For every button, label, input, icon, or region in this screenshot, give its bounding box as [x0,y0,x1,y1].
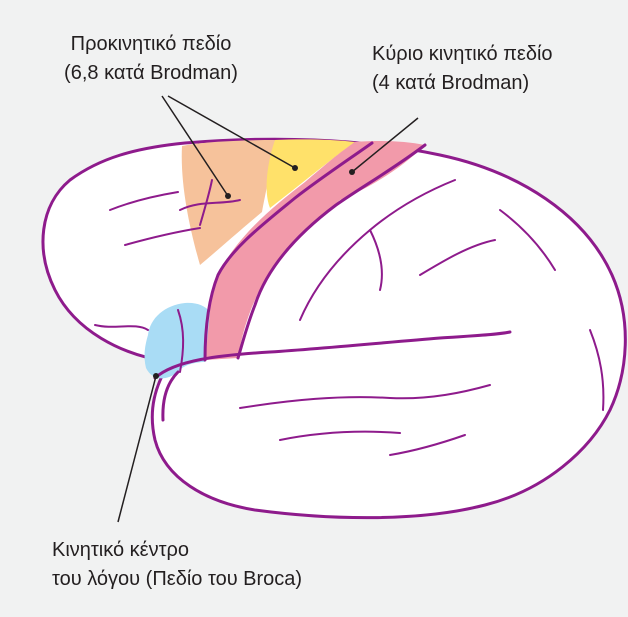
broca-area-label-line1: Κινητικό κέντρο [52,536,302,565]
broca-pointer-line [118,376,156,522]
primary-motor-area-label-line1: Κύριο κινητικό πεδίο [372,40,553,69]
broca-area-label: Κινητικό κέντρο του λόγου (Πεδίο του Bro… [52,536,302,594]
primary-motor-area-label: Κύριο κινητικό πεδίο (4 κατά Brodman) [372,40,553,98]
premotor-pointer-dot-2 [292,165,298,171]
premotor-pointer-dot-1 [225,193,231,199]
broca-pointer-dot [153,373,159,379]
primary-motor-pointer-dot [349,169,355,175]
premotor-area-label: Προκινητικό πεδίο (6,8 κατά Brodman) [40,30,262,88]
primary-motor-area-label-line2: (4 κατά Brodman) [372,69,553,98]
premotor-area-label-line2: (6,8 κατά Brodman) [40,59,262,88]
broca-area-label-line2: του λόγου (Πεδίο του Broca) [52,565,302,594]
premotor-area-label-line1: Προκινητικό πεδίο [40,30,262,59]
